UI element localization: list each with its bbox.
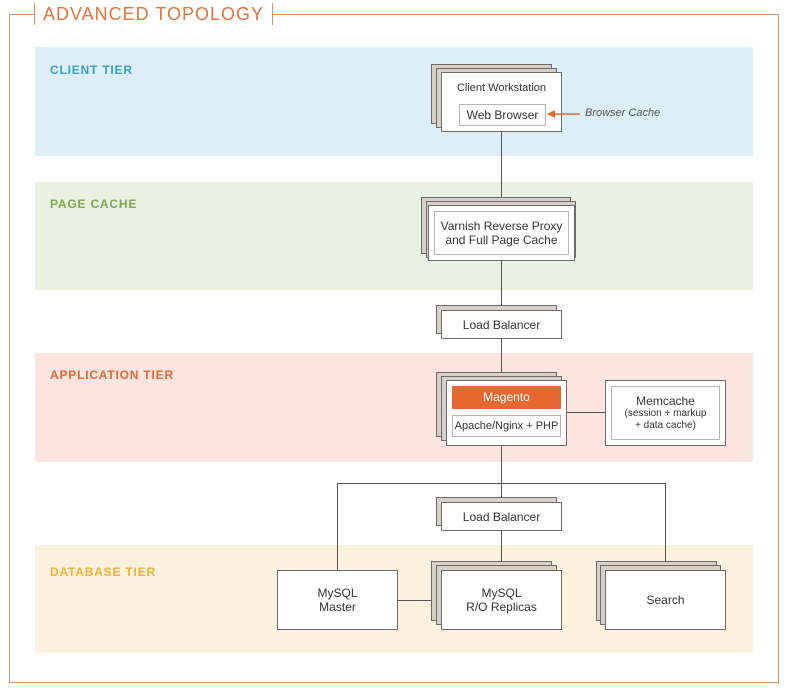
connector-app-lb2 bbox=[501, 446, 502, 502]
memcache-title: Memcache bbox=[636, 394, 695, 408]
connector-to-search bbox=[665, 483, 666, 571]
mysql-master-node: MySQL Master bbox=[277, 570, 398, 630]
varnish-label-line2: and Full Page Cache bbox=[445, 233, 558, 247]
page-cache-band: PAGE CACHE bbox=[35, 182, 753, 290]
connector-client-varnish bbox=[501, 131, 502, 198]
web-browser-box: Web Browser bbox=[459, 104, 546, 126]
connector-to-mysql-master bbox=[337, 483, 338, 571]
mysql-master-line1: MySQL bbox=[317, 586, 358, 600]
connector-varnish-lb bbox=[501, 261, 502, 310]
magento-label: Magento bbox=[452, 386, 561, 409]
connector-master-replicas bbox=[397, 600, 441, 601]
diagram-title: ADVANCED TOPOLOGY bbox=[34, 3, 274, 25]
diagram-frame bbox=[9, 14, 779, 683]
mysql-replicas-line2: R/O Replicas bbox=[466, 600, 537, 614]
connector-lb2-replicas bbox=[501, 531, 502, 571]
varnish-inner-box: Varnish Reverse Proxy and Full Page Cach… bbox=[434, 211, 569, 255]
browser-cache-arrow-icon bbox=[547, 110, 580, 118]
magento-node: Magento Apache/Nginx + PHP bbox=[446, 380, 567, 446]
varnish-label-line1: Varnish Reverse Proxy bbox=[440, 219, 563, 233]
load-balancer-bottom-label: Load Balancer bbox=[462, 509, 541, 524]
varnish-node: Varnish Reverse Proxy and Full Page Cach… bbox=[428, 205, 575, 261]
application-tier-label: APPLICATION TIER bbox=[50, 368, 174, 382]
memcache-line2: + data cache) bbox=[635, 420, 696, 431]
load-balancer-top-label: Load Balancer bbox=[462, 317, 541, 332]
memcache-inner-box: Memcache (session + markup + data cache) bbox=[611, 386, 720, 440]
search-label: Search bbox=[646, 593, 685, 607]
client-workstation-label: Client Workstation bbox=[456, 82, 547, 94]
search-node: Search bbox=[605, 570, 726, 630]
web-browser-label: Web Browser bbox=[466, 108, 539, 122]
browser-cache-label: Browser Cache bbox=[585, 107, 661, 119]
load-balancer-top-node: Load Balancer bbox=[441, 310, 562, 339]
client-workstation-node: Client Workstation Web Browser bbox=[441, 72, 562, 132]
memcache-line1: (session + markup bbox=[624, 408, 707, 419]
mysql-master-line2: Master bbox=[319, 600, 356, 614]
apache-box: Apache/Nginx + PHP bbox=[452, 415, 561, 437]
memcache-node: Memcache (session + markup + data cache) bbox=[605, 380, 726, 446]
connector-lb-app bbox=[501, 338, 502, 380]
connector-app-memcache bbox=[566, 412, 606, 413]
mysql-replicas-line1: MySQL bbox=[481, 586, 522, 600]
page-cache-label: PAGE CACHE bbox=[50, 197, 138, 211]
load-balancer-bottom-node: Load Balancer bbox=[441, 502, 562, 531]
mysql-replicas-node: MySQL R/O Replicas bbox=[441, 570, 562, 630]
database-tier-label: DATABASE TIER bbox=[50, 565, 156, 579]
apache-label: Apache/Nginx + PHP bbox=[454, 420, 559, 432]
client-tier-label: CLIENT TIER bbox=[50, 63, 133, 77]
connector-db-horizontal bbox=[337, 483, 665, 484]
client-tier-band: CLIENT TIER bbox=[35, 47, 753, 156]
